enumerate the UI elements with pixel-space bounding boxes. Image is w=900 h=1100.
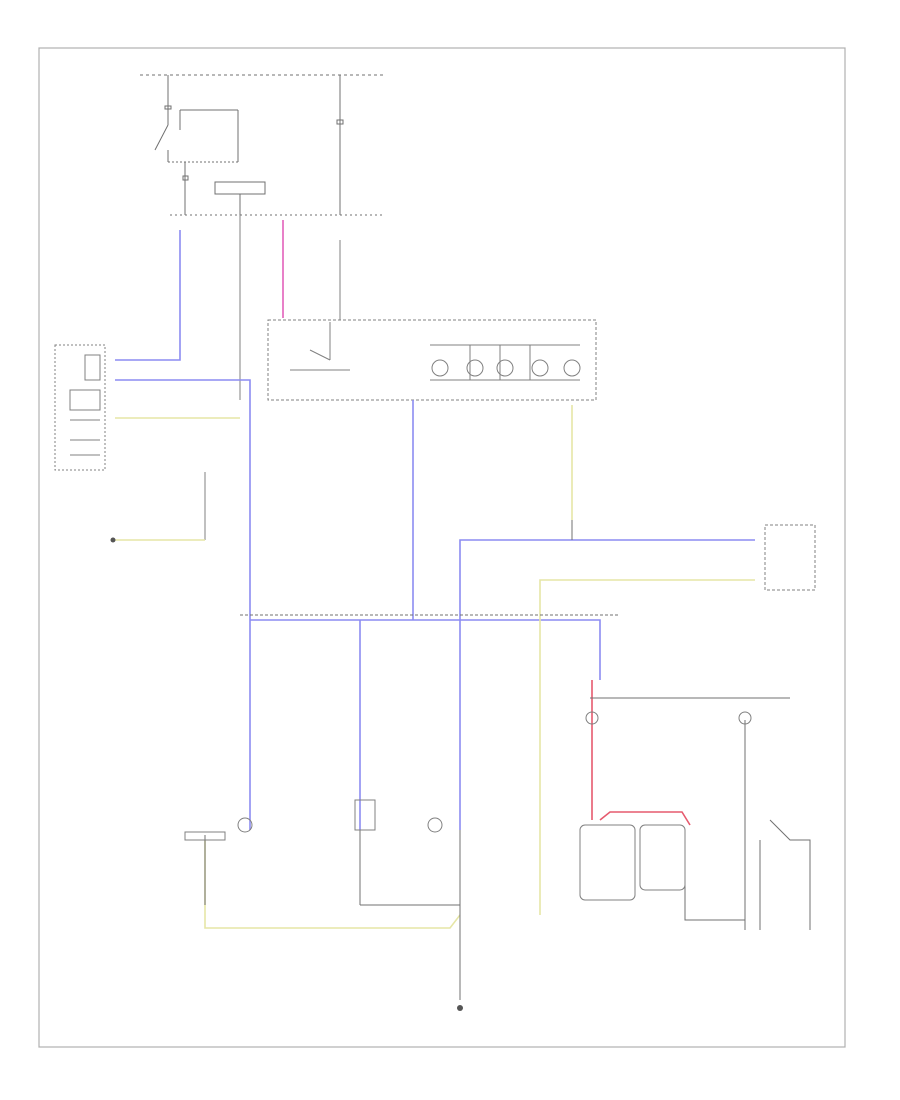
ground-main [457,1005,463,1011]
lower-wiring [204,520,811,1000]
blue-wires [115,230,755,830]
ground-left [110,537,116,543]
diagram-frame [38,47,846,1048]
middle-switch-section [239,215,597,401]
right-component-box [764,524,816,591]
yellow-wires [115,405,755,929]
red-wires [591,680,691,826]
ground-symbols [110,537,463,1011]
top-power-section [140,74,385,216]
lighting-module [54,344,206,540]
lower-components [184,711,752,901]
